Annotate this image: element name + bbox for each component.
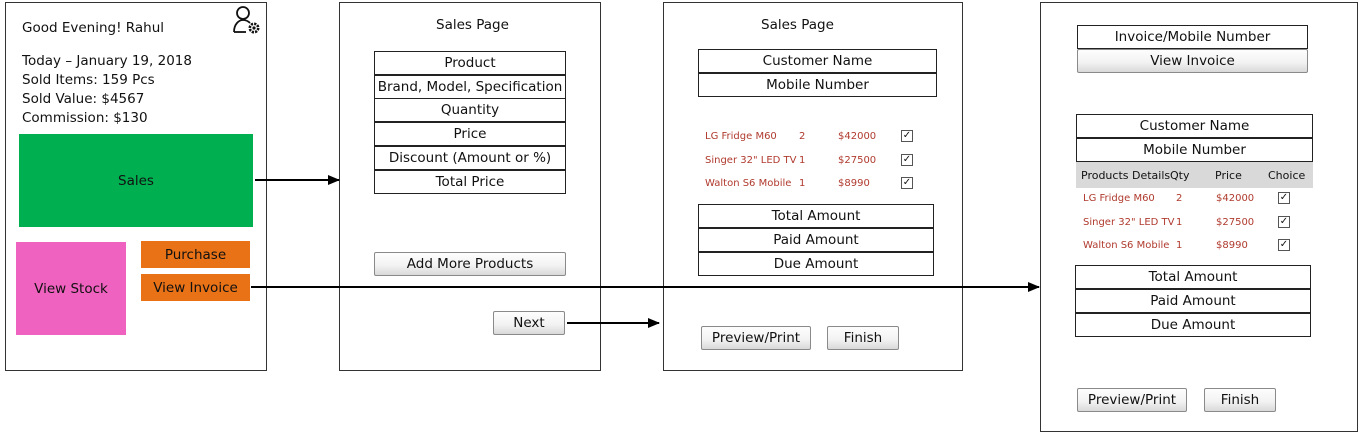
invoice-preview-print-button[interactable]: Preview/Print (1077, 388, 1187, 412)
invoice-item-price: $8990 (1216, 240, 1248, 251)
quantity-field[interactable]: Quantity (374, 98, 566, 123)
view-stock-label: View Stock (34, 280, 108, 297)
user-settings-icon[interactable] (232, 4, 262, 36)
header-choice: Choice (1268, 169, 1306, 182)
sale-item-price: $8990 (838, 178, 870, 189)
finish-button[interactable]: Finish (827, 326, 899, 350)
sold-value-text: Sold Value: $4567 (22, 91, 145, 107)
header-qty: Qty (1170, 169, 1190, 182)
invoice-item-name: Singer 32" LED TV (1083, 216, 1175, 228)
discount-field[interactable]: Discount (Amount or %) (374, 145, 566, 170)
view-stock-tile[interactable]: View Stock (16, 242, 126, 335)
checked-checkbox-icon[interactable]: ✓ (901, 130, 913, 142)
header-products-details: Products Details (1081, 169, 1171, 182)
invoice-item-price: $42000 (1216, 193, 1255, 204)
view-invoice-button[interactable]: View Invoice (141, 274, 250, 301)
view-invoice-button[interactable]: View Invoice (1077, 49, 1308, 73)
header-price: Price (1215, 169, 1242, 182)
total-amount-field: Total Amount (698, 204, 934, 228)
due-amount-field: Due Amount (698, 252, 934, 276)
next-button[interactable]: Next (493, 311, 565, 335)
today-date-text: Today – January 19, 2018 (22, 53, 192, 69)
invoice-due-amount-field: Due Amount (1075, 313, 1311, 337)
view-invoice-label: View Invoice (153, 279, 238, 296)
checked-checkbox-icon[interactable]: ✓ (1278, 192, 1290, 204)
invoice-item-qty: 2 (1176, 193, 1183, 204)
customer-name-field[interactable]: Customer Name (698, 49, 937, 73)
sale-item-price: $27500 (838, 154, 877, 166)
sales-page-title: Sales Page (761, 17, 834, 33)
invoice-paid-amount-field: Paid Amount (1075, 289, 1311, 313)
invoice-item-name: Walton S6 Mobile (1083, 240, 1170, 251)
total-price-field[interactable]: Total Price (374, 169, 566, 194)
sales-tile[interactable]: Sales (19, 134, 253, 227)
sale-item-name: LG Fridge M60 (705, 131, 777, 142)
sale-item-name: Walton S6 Mobile (705, 178, 792, 189)
invoice-item-price: $27500 (1216, 216, 1255, 228)
sale-item-qty: 2 (799, 131, 806, 142)
invoice-mobile-number-field: Mobile Number (1076, 138, 1313, 162)
checked-checkbox-icon[interactable]: ✓ (901, 177, 913, 189)
sale-item-qty: 1 (799, 178, 806, 189)
sale-item-name: Singer 32" LED TV (705, 154, 797, 166)
purchase-button[interactable]: Purchase (141, 241, 250, 268)
product-field[interactable]: Product (374, 51, 566, 75)
add-more-products-button[interactable]: Add More Products (374, 252, 566, 276)
brand-model-spec-field[interactable]: Brand, Model, Specification (374, 74, 566, 99)
mobile-number-field[interactable]: Mobile Number (698, 73, 937, 97)
invoice-table-header (1076, 162, 1313, 188)
sales-tile-label: Sales (118, 172, 154, 189)
sales-page-title: Sales Page (436, 17, 509, 33)
invoice-item-qty: 1 (1176, 240, 1183, 251)
preview-print-button[interactable]: Preview/Print (701, 326, 811, 350)
invoice-customer-name-field: Customer Name (1076, 114, 1313, 138)
checked-checkbox-icon[interactable]: ✓ (1278, 239, 1290, 251)
checked-checkbox-icon[interactable]: ✓ (901, 153, 913, 166)
checked-checkbox-icon[interactable]: ✓ (1278, 215, 1290, 228)
invoice-item-qty: 1 (1176, 216, 1183, 228)
invoice-total-amount-field: Total Amount (1075, 265, 1311, 289)
sale-item-qty: 1 (799, 154, 806, 166)
invoice-mobile-search-field[interactable]: Invoice/Mobile Number (1077, 25, 1308, 49)
paid-amount-field[interactable]: Paid Amount (698, 228, 934, 252)
invoice-finish-button[interactable]: Finish (1204, 388, 1276, 412)
greeting-text: Good Evening! Rahul (22, 20, 165, 36)
purchase-label: Purchase (164, 246, 227, 263)
sale-item-price: $42000 (838, 131, 877, 142)
price-field[interactable]: Price (374, 122, 566, 147)
invoice-item-name: LG Fridge M60 (1083, 193, 1155, 204)
commission-text: Commission: $130 (22, 110, 148, 126)
sold-items-text: Sold Items: 159 Pcs (22, 72, 155, 88)
invoice-page-frame (1040, 2, 1358, 432)
